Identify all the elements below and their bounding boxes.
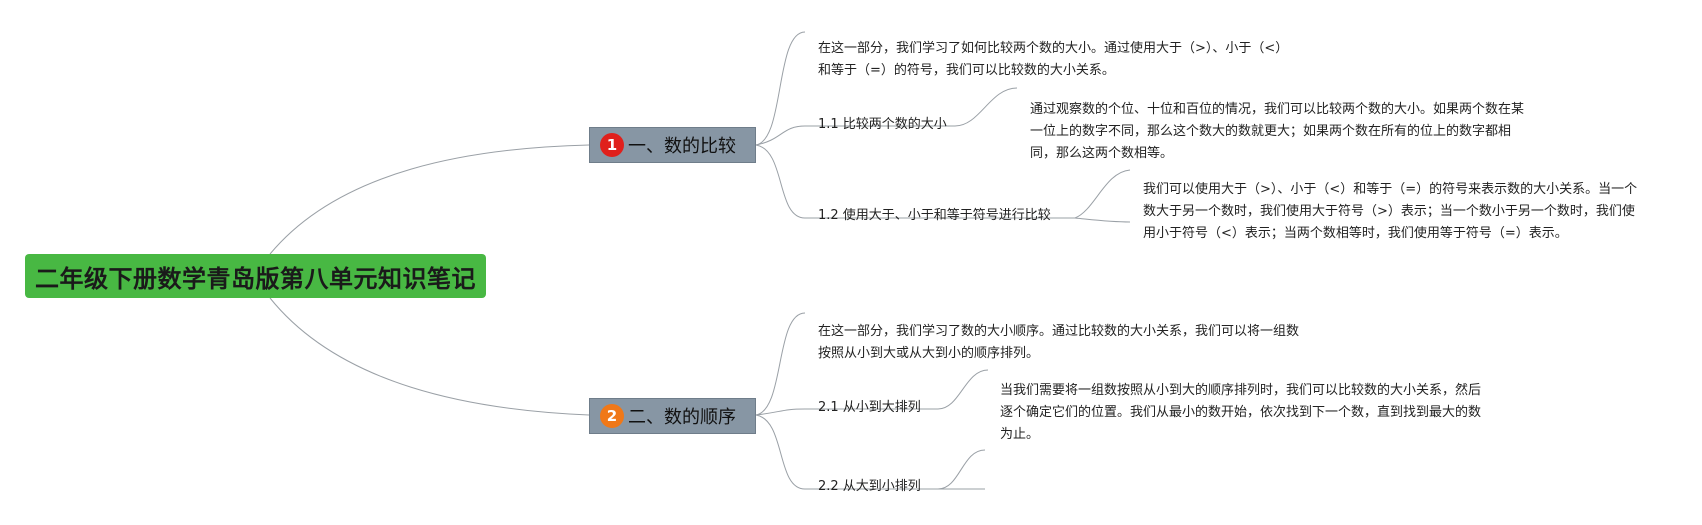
branch-node-order[interactable]: 2 二、数的顺序 (589, 398, 756, 434)
connector-22-detail (937, 449, 986, 490)
number-badge-icon: 1 (600, 133, 624, 157)
subtopic-2-2[interactable]: 2.2 从大到小排列 (818, 479, 921, 494)
connector-b1-12 (755, 144, 1075, 219)
subtopic-2-1[interactable]: 2.1 从小到大排列 (818, 400, 921, 415)
connector-12-detail (1074, 169, 1131, 219)
subtopic-2-1-detail[interactable]: 当我们需要将一组数按照从小到大的顺序排列时，我们可以比较数的大小关系，然后逐个确… (1000, 383, 1482, 442)
connector-b1-11 (755, 125, 955, 146)
subtopic-1-1-detail[interactable]: 通过观察数的个位、十位和百位的情况，我们可以比较两个数的大小。如果两个数在某一位… (1030, 102, 1525, 161)
connector-11-detail (954, 87, 1018, 127)
topic-intro-order[interactable]: 在这一部分，我们学习了数的大小顺序。通过比较数的大小关系，我们可以将一组数按照从… (818, 324, 1300, 361)
number-badge-icon: 2 (600, 404, 624, 428)
branch-label: 二、数的顺序 (628, 407, 736, 428)
connector-12-detail-b (1074, 217, 1131, 223)
connector-root-branch1 (269, 144, 590, 255)
connector-b2-intro (755, 312, 806, 416)
connector-b2-22 (755, 414, 938, 490)
root-title: 二年级下册数学青岛版第八单元知识笔记 (35, 264, 476, 293)
connector-root-branch2 (269, 297, 590, 416)
subtopic-1-1[interactable]: 1.1 比较两个数的大小 (818, 117, 947, 132)
connector-b1-intro (755, 31, 806, 146)
root-node[interactable]: 二年级下册数学青岛版第八单元知识笔记 (25, 254, 486, 298)
topic-intro-comparison[interactable]: 在这一部分，我们学习了如何比较两个数的大小。通过使用大于（>）、小于（<）和等于… (818, 41, 1289, 78)
subtopic-1-2[interactable]: 1.2 使用大于、小于和等于符号进行比较 (818, 208, 1051, 223)
connector-b2-21 (755, 408, 938, 416)
subtopic-1-2-detail[interactable]: 我们可以使用大于（>）、小于（<）和等于（=）的符号来表示数的大小关系。当一个数… (1143, 182, 1638, 241)
branch-node-comparison[interactable]: 1 一、数的比较 (589, 127, 756, 163)
connector-21-detail (937, 369, 989, 410)
branch-label: 一、数的比较 (628, 136, 736, 157)
